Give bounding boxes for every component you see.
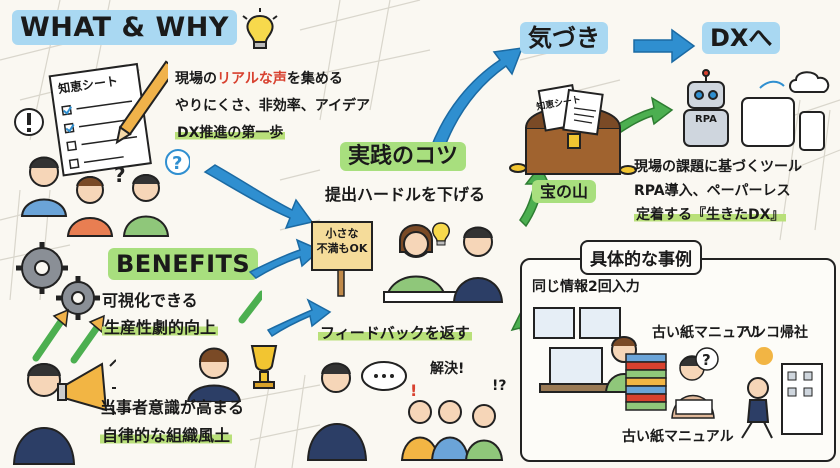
growth-arrows-icon: [32, 290, 262, 364]
small-complaint-sign: [311, 221, 373, 297]
writing-woman-illustration: [383, 224, 504, 303]
insight-title: 気づき: [520, 18, 608, 54]
feedback-label: フィードバックを返す: [318, 324, 472, 342]
what-why-line-1: 現場のリアルな声を集める: [175, 71, 343, 87]
arrow-benefits-to-feedback: [266, 298, 332, 338]
what-why-line-3: DX推進の第一歩: [175, 125, 286, 141]
arrow-insight-right: [633, 28, 696, 64]
examples-title: 具体的な事例: [580, 240, 702, 275]
svg-text:?: ?: [114, 163, 126, 187]
megaphone-man-illustration: [12, 359, 116, 465]
what-why-line-2: やりにくさ、非効率、アイデア: [175, 98, 371, 114]
double-entry-illustration: [533, 307, 644, 393]
arrow-treasure-to-dx: [610, 96, 674, 135]
dx-title: DXへ: [702, 18, 781, 54]
feedback-team-illustration: !: [306, 361, 504, 461]
lightbulb-icon: [242, 8, 278, 49]
rpa-robot-devices-illustration: [683, 69, 830, 151]
insight-line-3: 定着する『生きたDX』: [634, 207, 787, 223]
svg-text:?: ?: [172, 153, 182, 174]
idea-sheet-illustration: [48, 60, 168, 177]
benefits-line-3: 当事者意識が高まる: [100, 398, 245, 417]
practice-title: 実践のコツ: [340, 138, 467, 171]
thinking-workers-illustration: ? ?: [20, 149, 190, 237]
example-old-manual: 古い紙マニュアル: [652, 325, 764, 341]
trophy-woman-illustration: [186, 345, 278, 402]
surprise-marks: !?: [492, 378, 507, 394]
svg-text:?: ?: [702, 351, 711, 369]
small-lightbulb-icon: [432, 222, 450, 246]
svg-text:!: !: [410, 381, 417, 400]
arrow-whatwhy-to-practice: [203, 164, 314, 230]
example-hanko-return: ハンコ帰社: [738, 325, 808, 341]
benefits-title: BENEFITS: [108, 248, 259, 280]
insight-line-2: RPA導入、ペーパーレス: [634, 183, 791, 199]
benefits-line-1: 可視化できる: [102, 291, 198, 310]
question-bubble-icon: ?: [695, 347, 719, 371]
arrow-practice-to-insight: [429, 47, 524, 155]
exclamation-bubble-icon: [14, 108, 44, 136]
what-why-title: WHAT & WHY: [12, 10, 237, 45]
example-old-manual-2: 古い紙マニュアル: [622, 429, 734, 445]
treasure-label: 宝の山: [532, 178, 597, 203]
practice-subtitle: 提出ハードルを下げる: [325, 185, 486, 204]
benefits-line-2: 生産性劇的向上: [102, 318, 219, 337]
gears-icon: [16, 242, 100, 320]
treasure-chest-illustration: [509, 84, 637, 175]
solved-label: 解決!: [430, 361, 465, 377]
benefits-line-4: 自律的な組織風土: [100, 426, 233, 445]
robot-label: RPA: [695, 114, 717, 125]
small-complaint-sign-text: 小さな 不満もOK: [316, 227, 368, 255]
example-double-entry: 同じ情報2回入力: [532, 279, 640, 295]
hanko-commute-illustration: [741, 347, 823, 439]
insight-line-1: 現場の課題に基づくツール: [634, 159, 802, 175]
